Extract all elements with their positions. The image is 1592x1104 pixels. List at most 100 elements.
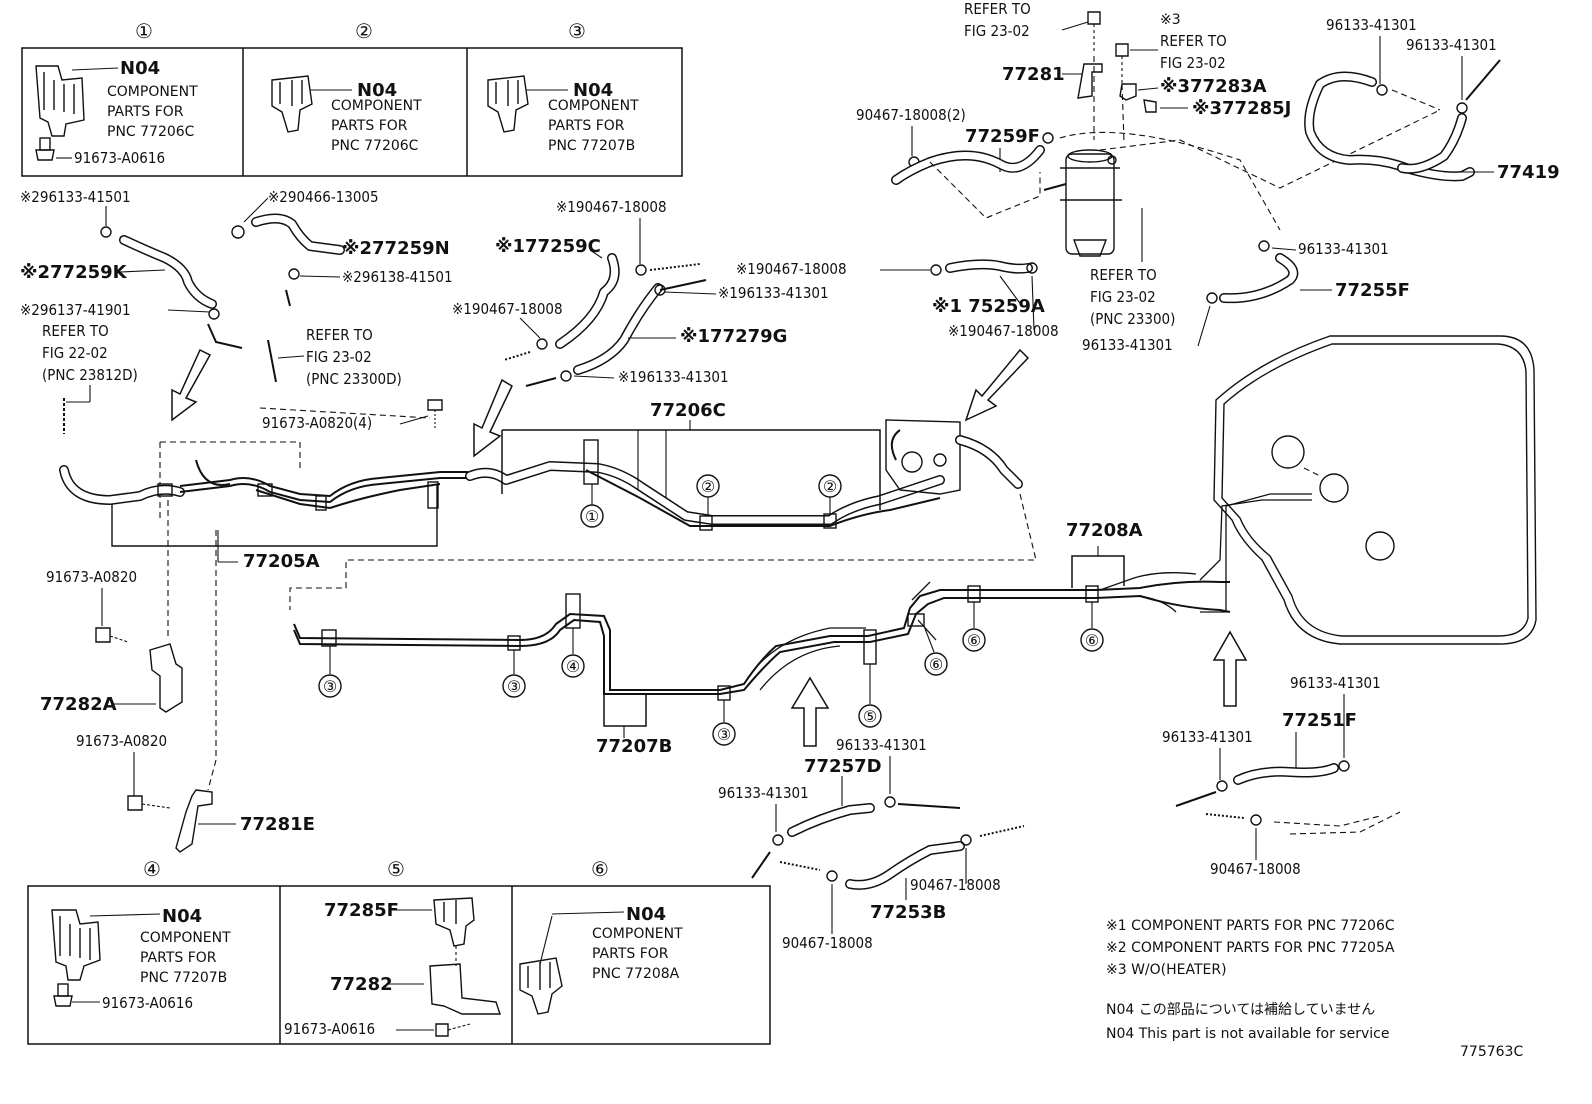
top-right-hose-group: 96133-41301 96133-41301 77419 xyxy=(1304,16,1560,183)
refer-5-line2: FIG 23-02 xyxy=(1090,288,1156,306)
note-4: N04 この部品については補給していません xyxy=(1106,1002,1375,1018)
bolt-icon xyxy=(127,795,171,811)
label-77419: 77419 xyxy=(1497,162,1560,183)
label-90467-18008-a: 90467-18008 xyxy=(910,876,1001,894)
arrow-icon xyxy=(790,676,830,747)
label-77208A: 77208A xyxy=(1066,520,1143,541)
pipe-77206C: 77206C xyxy=(465,400,1023,531)
callout-1: ① xyxy=(585,507,599,526)
bracket-icon xyxy=(1077,63,1103,99)
label-77285F: 77285F xyxy=(324,900,399,921)
callouts-lower: ③ ③ ④ ③ ⑤ ⑥ ⑥ ⑥ xyxy=(318,602,1104,746)
callout-6: ⑥ xyxy=(1085,631,1099,650)
panel-3-line2: PARTS FOR xyxy=(548,118,625,134)
label-91673-A0820-b: 91673-A0820 xyxy=(76,732,167,750)
pipe-77205A: 77205A xyxy=(59,407,468,572)
refer-1-line2: FIG 22-02 xyxy=(42,344,108,362)
label-77206C: 77206C xyxy=(650,400,726,421)
refer-3-line2: FIG 23-02 xyxy=(964,22,1030,40)
callout-4: ④ xyxy=(566,657,580,676)
label-77279G: ※177279G xyxy=(680,326,787,347)
panel-3-line1: COMPONENT xyxy=(548,98,639,114)
panel-4-bolt: 91673-A0616 xyxy=(102,994,193,1012)
panel-4-code: N04 xyxy=(162,906,202,927)
label-90467-18008-k1d: ※190467-18008 xyxy=(948,322,1059,340)
fuel-filter-icon xyxy=(1043,149,1122,257)
label-77259C: ※177259C xyxy=(495,236,601,257)
label-96137-41901: ※296137-41901 xyxy=(20,301,131,319)
label-96133-41301-h: 96133-41301 xyxy=(1162,728,1253,746)
bracket-77282-icon xyxy=(429,963,501,1015)
label-91673-A0820-a: 91673-A0820 xyxy=(46,568,137,586)
k1-hose-group: ※190467-18008 ※177259C ※196133-41301 ※19… xyxy=(452,198,829,387)
panel-1-code: N04 xyxy=(120,58,160,79)
bolt-icon xyxy=(95,627,129,643)
clip-77285F-icon xyxy=(433,897,475,947)
refer-2-line3: (PNC 23300D) xyxy=(306,370,402,388)
refer-1-line1: REFER TO xyxy=(42,322,109,340)
label-77207B: 77207B xyxy=(596,736,672,757)
panel-6-code: N04 xyxy=(626,904,666,925)
label-96133-41301-k1a: ※196133-41301 xyxy=(718,284,829,302)
label-96133-41301-c: 96133-41301 xyxy=(1298,240,1389,258)
callout-3: ③ xyxy=(507,677,521,696)
panel-2-line2: PARTS FOR xyxy=(331,118,408,134)
refer-3-line1: REFER TO xyxy=(964,0,1031,18)
callouts-upper: ① ② ② xyxy=(580,474,842,528)
label-96133-41301-d: 96133-41301 xyxy=(1082,336,1173,354)
callout-3: ③ xyxy=(717,725,731,744)
panel-3-number: ③ xyxy=(568,19,586,43)
label-77251F: 77251F xyxy=(1282,710,1357,731)
panel-2-number: ② xyxy=(355,19,373,43)
label-96133-41301-a: 96133-41301 xyxy=(1326,16,1417,34)
note-3: ※3 W/O(HEATER) xyxy=(1106,962,1227,978)
label-96133-41301-f: 96133-41301 xyxy=(718,784,809,802)
filter-bracket-group: REFER TO FIG 23-02 ※3 REFER TO FIG 23-02… xyxy=(964,0,1291,143)
left-bracket-group: 91673-A0820 77282A 91673-A0820 77281E xyxy=(40,500,315,853)
label-90467-18008-b: 90467-18008 xyxy=(782,934,873,952)
label-77281: 77281 xyxy=(1002,64,1065,85)
note-k3: ※3 xyxy=(1160,12,1181,28)
callout-3: ③ xyxy=(323,677,337,696)
clip-icon xyxy=(1119,83,1137,101)
label-90466-13005: ※290466-13005 xyxy=(268,188,379,206)
label-77205A: 77205A xyxy=(243,551,320,572)
panel-6-line1: COMPONENT xyxy=(592,926,683,942)
refer-2-line2: FIG 23-02 xyxy=(306,348,372,366)
label-77282: 77282 xyxy=(330,974,393,995)
panel-3-line3: PNC 77207B xyxy=(548,138,635,154)
arrow-icon xyxy=(1212,630,1248,707)
panel-1-line1: COMPONENT xyxy=(107,84,198,100)
panel-2-line3: PNC 77206C xyxy=(331,138,419,154)
label-75259A: ※1 75259A xyxy=(932,296,1045,317)
clamp-n04-icon xyxy=(35,65,85,161)
fuel-tank-outline xyxy=(1213,335,1537,645)
bottom-center-hose-group: 77257D 96133-41301 96133-41301 90467-180… xyxy=(718,736,1025,952)
label-77285J: ※377285J xyxy=(1192,98,1291,119)
panel-5-number: ⑤ xyxy=(387,857,405,881)
callout-6: ⑥ xyxy=(967,631,981,650)
label-77282A: 77282A xyxy=(40,694,117,715)
callout-6: ⑥ xyxy=(929,655,943,674)
note-1: ※1 COMPONENT PARTS FOR PNC 77206C xyxy=(1106,918,1395,934)
bracket-77282A-icon xyxy=(149,643,183,713)
label-90467-18008-k1a: ※190467-18008 xyxy=(556,198,667,216)
bottom-panels-frame xyxy=(27,885,771,1045)
bracket-77281E-icon xyxy=(175,789,213,853)
bolt-icon xyxy=(1115,43,1129,84)
callout-2: ② xyxy=(701,477,715,496)
label-96133-41301-k1b: ※196133-41301 xyxy=(618,368,729,386)
refer-5-line1: REFER TO xyxy=(1090,266,1157,284)
panel-6-line2: PARTS FOR xyxy=(592,946,669,962)
label-96133-41301-e: 96133-41301 xyxy=(836,736,927,754)
callout-5: ⑤ xyxy=(863,707,877,726)
label-77259N: ※277259N xyxy=(342,238,450,259)
label-90467-18008-k1c: ※190467-18008 xyxy=(736,260,847,278)
panel-1-bolt: 91673-A0616 xyxy=(74,149,165,167)
note-2: ※2 COMPONENT PARTS FOR PNC 77205A xyxy=(1106,940,1395,956)
figure-id: 775763C xyxy=(1460,1044,1523,1060)
legend-notes: ※1 COMPONENT PARTS FOR PNC 77206C ※2 COM… xyxy=(1106,918,1395,1042)
label-96133-41301-b: 96133-41301 xyxy=(1406,36,1497,54)
panel-1-line2: PARTS FOR xyxy=(107,104,184,120)
middle-right-hose-group: ※190467-18008 ※1 75259A ※190467-18008 RE… xyxy=(736,240,1410,354)
